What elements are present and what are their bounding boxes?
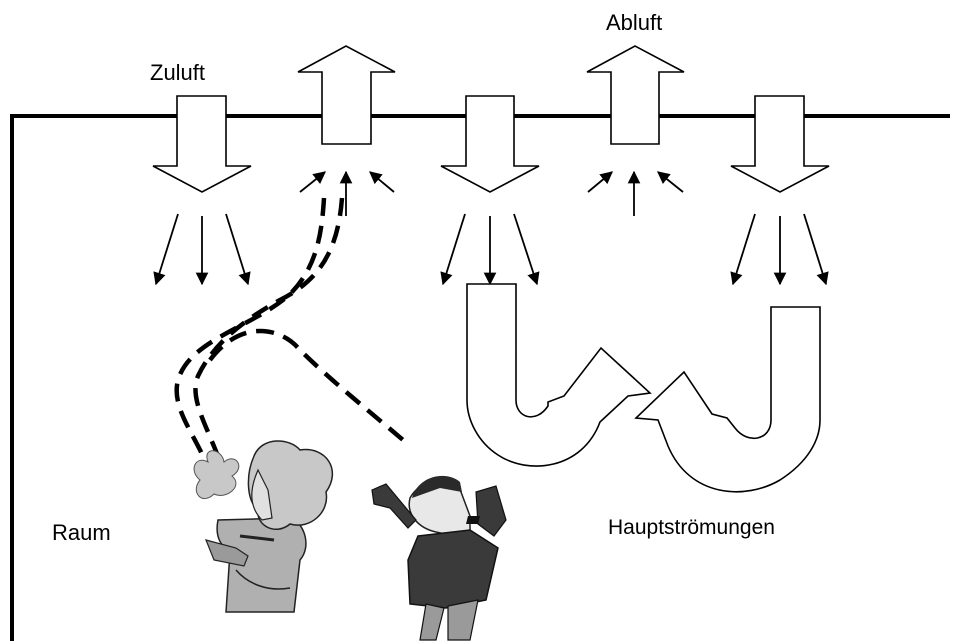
label-main-flows: Hauptströmungen (608, 516, 775, 539)
supply-arrow-1 (152, 95, 252, 193)
shouting-man-icon (371, 475, 507, 641)
label-supply-air: Zuluft (150, 60, 206, 85)
exhaust-arrow-2 (586, 45, 685, 145)
down-arrow-icon (440, 95, 540, 193)
u-turn-arrow-icon (466, 283, 652, 467)
smoking-man-icon (193, 440, 334, 613)
u-turn-arrow-icon (634, 306, 821, 493)
down-arrow-icon (730, 95, 830, 193)
label-exhaust-air: Abluft (606, 10, 663, 35)
supply-arrow-3 (730, 95, 830, 193)
up-arrow-icon (586, 45, 685, 145)
down-arrow-icon (152, 95, 252, 193)
up-arrow-icon (297, 45, 396, 145)
label-room: Raum (52, 520, 111, 545)
supply-flow-arrows (153, 213, 829, 286)
supply-arrow-2 (440, 95, 540, 193)
smoke-paths (174, 197, 412, 471)
exhaust-arrow-1 (297, 45, 396, 145)
exhaust-flow-arrows (299, 170, 684, 216)
